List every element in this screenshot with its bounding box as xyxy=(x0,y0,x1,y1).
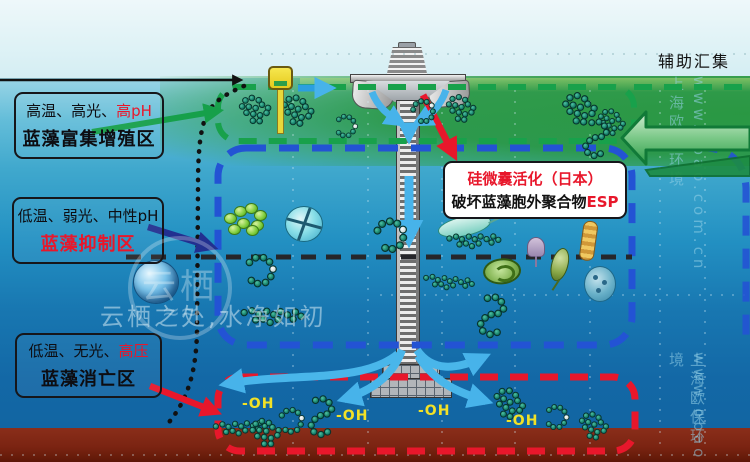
enrichment-zone-border xyxy=(215,84,637,144)
callout-title: 硅微囊活化（日本） xyxy=(467,170,603,188)
hydroxyl-label: -OH xyxy=(336,408,369,424)
buoy-indicator xyxy=(274,81,287,86)
extinction-conditions: 低温、无光、高压 xyxy=(28,342,149,360)
callout-box: 硅微囊活化（日本） 破坏蓝藻胞外聚合物ESP xyxy=(443,161,627,219)
inhibition-pointer-arrow xyxy=(147,223,219,253)
inhibition-zone-name: 蓝藻抑制区 xyxy=(40,234,136,255)
flow-arrow-out-left xyxy=(218,350,401,394)
hydroxyl-label: -OH xyxy=(506,413,539,429)
flow-arrow-out-right-down xyxy=(414,353,494,408)
enrichment-zone-name: 蓝藻富集增殖区 xyxy=(22,129,156,150)
flow-arrow-intake-left xyxy=(368,90,407,127)
hydroxyl-label: -OH xyxy=(242,396,275,412)
aux-collect-arrow-shadow xyxy=(644,154,750,177)
callout-subtitle: 破坏蓝藻胞外聚合物ESP xyxy=(451,193,619,211)
zone-label-enrichment: 高温、高光、高pH 蓝藻富集增殖区 xyxy=(14,92,164,159)
enrichment-pointer-arrow xyxy=(91,103,225,135)
guide-dotted-lines xyxy=(0,53,750,456)
inhibition-conditions: 低温、弱光、中性pH xyxy=(17,207,159,225)
tower-ring-stack xyxy=(386,47,428,78)
sky-band xyxy=(0,0,750,78)
aux-collect-label: 辅助汇集 xyxy=(658,52,731,71)
enrichment-conditions: 高温、高光、高pH xyxy=(26,102,152,120)
hydroxyl-label: -OH xyxy=(418,403,451,419)
buoy-stick xyxy=(277,88,284,134)
extinction-zone-name: 蓝藻消亡区 xyxy=(41,369,136,390)
zone-label-inhibition: 低温、弱光、中性pH 蓝藻抑制区 xyxy=(12,197,164,264)
extinction-zone-border xyxy=(214,373,639,455)
buoy xyxy=(268,66,293,90)
zone-label-extinction: 低温、无光、高压 蓝藻消亡区 xyxy=(15,333,162,398)
aux-collect-arrow xyxy=(620,110,750,166)
